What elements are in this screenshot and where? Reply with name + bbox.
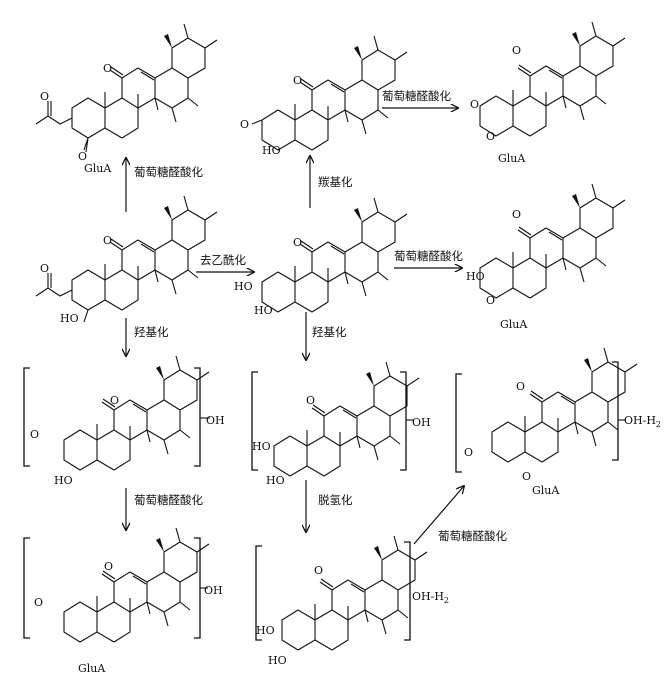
atom-o: O: [512, 208, 521, 221]
atom-o: O: [40, 262, 49, 275]
cooh-label: HO: [268, 654, 287, 667]
arrow-s4-to-s8: 羟基化: [306, 312, 347, 360]
structure-10: O O GluA OH: [23, 527, 223, 675]
atom-o: O: [40, 90, 49, 103]
step-label-glucuronidation: 葡萄糖醛酸化: [134, 493, 203, 507]
atom-o: O: [486, 294, 495, 307]
hydroxyl-label: HO: [466, 270, 485, 283]
atom-o: O: [293, 74, 302, 87]
structure-3: O O HO: [240, 35, 408, 157]
structure-5: O O O GluA: [470, 21, 626, 165]
structure-7: O O HO OH: [23, 355, 225, 487]
atom-o: O: [240, 118, 249, 131]
step-label-glucuronidation: 葡萄糖醛酸化: [394, 249, 463, 263]
atom-o: O: [103, 62, 112, 75]
cooh-label: HO: [60, 312, 79, 325]
hydroxyl-label: HO: [234, 280, 253, 293]
atom-o: O: [486, 130, 495, 143]
cooh-label: HO: [54, 474, 73, 487]
hydroxyl-label: OH: [204, 584, 223, 597]
glua-label: GluA: [78, 662, 106, 675]
atom-o: O: [34, 596, 43, 609]
atom-o: O: [104, 560, 113, 573]
structure-9: O O O GluA OH-H2: [455, 347, 661, 497]
structure-2: O O HO: [35, 195, 218, 325]
atom-o: O: [103, 234, 112, 247]
water-adduct-label: OH-H2: [624, 414, 661, 429]
hydroxyl-label: HO: [252, 440, 271, 453]
structure-6: O HO O GluA: [466, 183, 626, 331]
structure-1: O O O GluA: [35, 23, 218, 175]
arrow-s11-to-s9: 葡萄糖醛酸化: [413, 486, 507, 545]
step-label-hydroxylation: 羟基化: [134, 325, 169, 339]
cooh-label: HO: [254, 304, 273, 317]
glua-label: GluA: [84, 162, 112, 175]
arrow-s8-to-s11: 脱氢化: [306, 480, 353, 532]
structure-11: O HO HO OH-H2: [255, 535, 449, 667]
hydroxyl-label: OH: [412, 416, 431, 429]
glua-label: GluA: [532, 484, 560, 497]
step-label-dehydrogenation: 脱氢化: [318, 493, 353, 507]
step-label-hydroxylation: 羟基化: [312, 325, 347, 339]
atom-o: O: [470, 98, 479, 111]
water-adduct-label: OH-H2: [412, 590, 449, 605]
cooh-label: HO: [266, 474, 285, 487]
atom-o: O: [30, 428, 39, 441]
arrow-s2-to-s1: 葡萄糖醛酸化: [126, 158, 203, 212]
glua-label: GluA: [500, 318, 528, 331]
arrow-s2-to-s4: 去乙酰化: [196, 253, 254, 272]
structure-4: O HO HO: [234, 197, 408, 317]
hydroxyl-label: HO: [256, 624, 275, 637]
step-label-glucuronidation: 葡萄糖醛酸化: [134, 165, 203, 179]
atom-o: O: [516, 380, 525, 393]
step-label-glucuronidation: 葡萄糖醛酸化: [382, 89, 451, 103]
arrow-s3-to-s5: 葡萄糖醛酸化: [382, 89, 458, 108]
atom-o: O: [78, 150, 87, 163]
atom-o: O: [110, 394, 119, 407]
arrow-s4-to-s3: 羰基化: [310, 156, 353, 208]
hydroxyl-label: OH: [206, 414, 225, 427]
step-label-deacetylation: 去乙酰化: [200, 253, 246, 267]
structure-8: O HO HO OH: [251, 361, 431, 487]
step-label-carbonylation: 羰基化: [318, 175, 353, 189]
arrow-s7-to-s10: 葡萄糖醛酸化: [126, 488, 203, 530]
atom-o: O: [314, 564, 323, 577]
atom-o: O: [293, 236, 302, 249]
atom-o: O: [512, 44, 521, 57]
atom-o: O: [306, 394, 315, 407]
arrow-s2-to-s7: 羟基化: [126, 318, 169, 356]
glua-label: GluA: [498, 152, 526, 165]
atom-o: O: [522, 470, 531, 483]
arrow-s4-to-s6: 葡萄糖醛酸化: [394, 249, 463, 268]
step-label-glucuronidation: 葡萄糖醛酸化: [438, 529, 507, 543]
atom-o: O: [464, 446, 473, 459]
cooh-label: HO: [262, 144, 281, 157]
